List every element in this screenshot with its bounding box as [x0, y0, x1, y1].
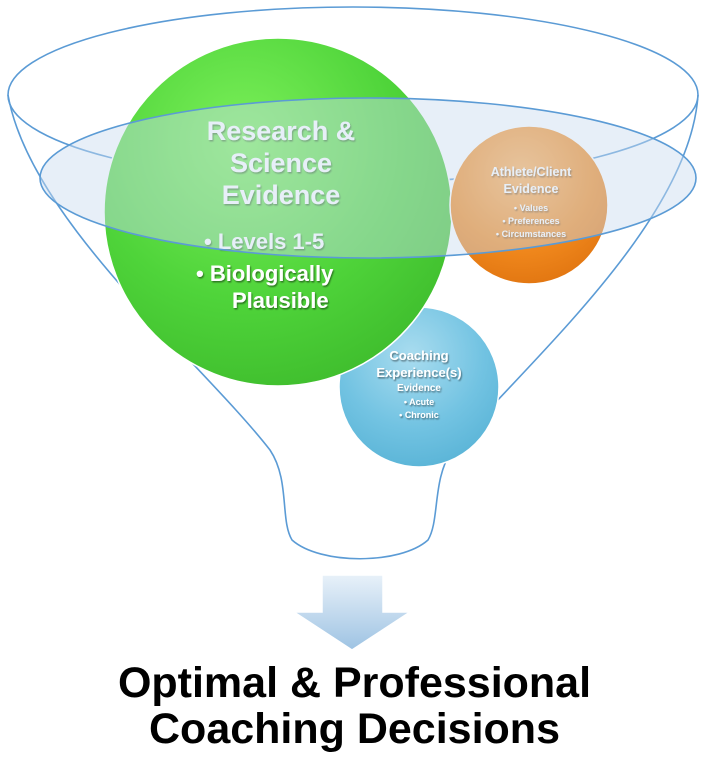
conclusion-text: Optimal & Professional Coaching Decision… [0, 660, 709, 752]
research-title-line-1: Research & [207, 116, 356, 146]
athlete-bullet-2: • Preferences [502, 216, 559, 226]
research-bullet-2-cont: Plausible [232, 288, 329, 313]
athlete-bullet-3: • Circumstances [496, 229, 566, 239]
conclusion-line-1: Optimal & Professional [117, 659, 592, 707]
research-title-line-2: Science [230, 148, 332, 178]
research-bullet-2: • Biologically [196, 261, 334, 286]
funnel-mouth-overlay [39, 97, 697, 259]
research-title-line-3: Evidence [222, 180, 341, 210]
conclusion-line-2: Coaching Decisions [149, 705, 560, 753]
coaching-bullet-1: • Acute [404, 397, 434, 407]
athlete-circle: Athlete/Client Evidence • Values • Prefe… [449, 125, 609, 285]
down-arrow-icon [291, 574, 413, 651]
coaching-bullet-2: • Chronic [399, 410, 439, 420]
coaching-title-line-1: Coaching [389, 348, 448, 363]
coaching-subtitle: Evidence [397, 383, 441, 394]
athlete-bullet-1: • Values [514, 203, 548, 213]
athlete-title-line-2: Evidence [504, 182, 559, 196]
athlete-title-line-1: Athlete/Client [491, 165, 572, 179]
coaching-title-line-2: Experience(s) [376, 365, 461, 380]
